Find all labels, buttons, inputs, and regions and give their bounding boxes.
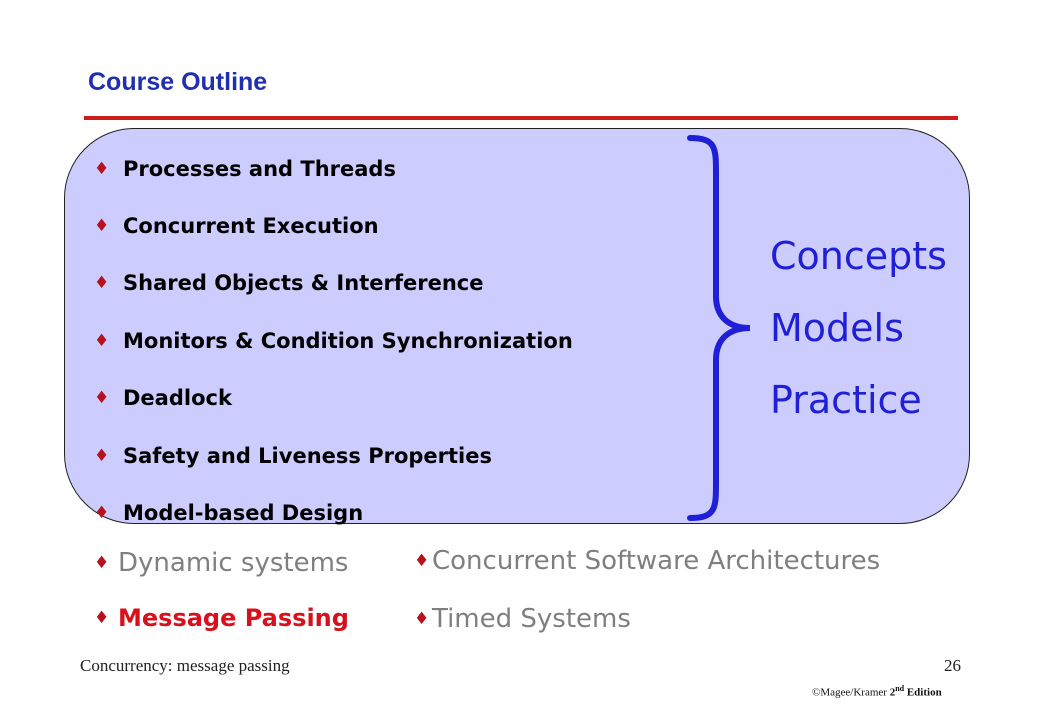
edition-number: 2 xyxy=(889,686,896,699)
diamond-bullet-icon: ♦ xyxy=(94,158,110,179)
diamond-bullet-icon: ♦ xyxy=(94,553,110,573)
topic-label: Monitors & Condition Synchronization xyxy=(123,328,573,353)
practice-label: Practice xyxy=(770,378,922,422)
extra-topic-label: Timed Systems xyxy=(432,604,631,634)
footer-course-title: Concurrency: message passing xyxy=(80,656,290,675)
title-divider xyxy=(84,116,958,120)
extra-topic-label: Dynamic systems xyxy=(118,548,349,578)
diamond-bullet-icon: ♦ xyxy=(414,551,430,571)
topic-list: ♦ Processes and Threads ♦ Concurrent Exe… xyxy=(94,140,573,542)
topic-item: ♦ Model-based Design xyxy=(94,484,573,541)
edition-suffix: nd xyxy=(895,684,905,693)
topic-item: ♦ Concurrent Execution xyxy=(94,197,573,254)
topic-item: ♦ Monitors & Condition Synchronization xyxy=(94,312,573,369)
extra-topic-label: Message Passing xyxy=(118,604,349,632)
topic-item: ♦ Deadlock xyxy=(94,370,573,427)
page-number: 26 xyxy=(944,656,961,675)
topic-item: ♦ Safety and Liveness Properties xyxy=(94,427,573,484)
right-brace-icon xyxy=(687,135,751,521)
diamond-bullet-icon: ♦ xyxy=(94,388,110,409)
edition-word: Edition xyxy=(904,686,942,699)
slide-title: Course Outline xyxy=(88,68,268,96)
diamond-bullet-icon: ♦ xyxy=(94,216,110,237)
topic-label: Deadlock xyxy=(123,386,232,411)
extra-topic-timed-systems: ♦ Timed Systems xyxy=(414,604,631,634)
extra-topic-dynamic-systems: ♦ Dynamic systems xyxy=(94,548,348,578)
diamond-bullet-icon: ♦ xyxy=(94,330,110,351)
diamond-bullet-icon: ♦ xyxy=(94,445,110,466)
models-label: Models xyxy=(770,306,904,350)
topic-label: Model-based Design xyxy=(123,501,364,526)
diamond-bullet-icon: ♦ xyxy=(414,609,430,629)
diamond-bullet-icon: ♦ xyxy=(94,503,110,524)
diamond-bullet-icon: ♦ xyxy=(94,608,110,628)
topic-label: Processes and Threads xyxy=(123,156,396,181)
topic-item: ♦ Shared Objects & Interference xyxy=(94,255,573,312)
extra-topic-architectures: ♦ Concurrent Software Architectures xyxy=(414,546,880,576)
topics-panel xyxy=(64,128,970,524)
diamond-bullet-icon: ♦ xyxy=(94,273,110,294)
topic-label: Safety and Liveness Properties xyxy=(123,443,492,468)
topic-label: Shared Objects & Interference xyxy=(123,271,484,296)
extra-topic-label: Concurrent Software Architectures xyxy=(432,546,881,576)
extra-topic-message-passing: ♦ Message Passing xyxy=(94,604,349,632)
copyright-notice: ©Magee/Kramer 2nd Edition xyxy=(812,684,942,699)
concepts-label: Concepts xyxy=(770,234,947,278)
topic-label: Concurrent Execution xyxy=(123,214,379,239)
topic-item: ♦ Processes and Threads xyxy=(94,140,573,197)
copyright-authors: ©Magee/Kramer xyxy=(812,686,890,699)
concepts-models-practice: Concepts Models Practice xyxy=(770,228,947,444)
